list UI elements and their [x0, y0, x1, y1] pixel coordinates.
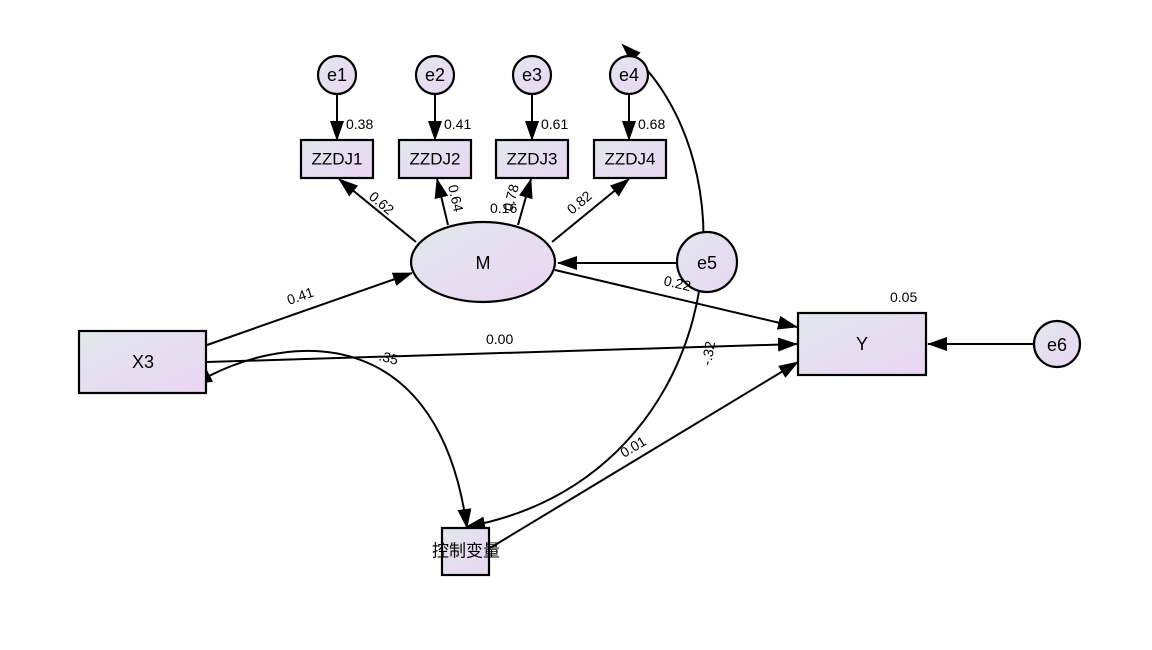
r2-zzdj4: 0.68 — [638, 116, 665, 132]
path-coef-control-y: 0.01 — [617, 433, 649, 461]
path-m-zzdj1 — [338, 178, 417, 243]
covariance-coef-x3-control: .35 — [377, 347, 400, 368]
latent-node-m[interactable]: M — [409, 220, 557, 304]
loading-m-zzdj2: 0.64 — [445, 183, 467, 213]
indicator-node-zzdj2[interactable]: ZZDJ2 — [397, 138, 473, 180]
node-label: ZZDJ2 — [410, 150, 461, 169]
error-node-e4[interactable]: e4 — [608, 54, 650, 96]
r2-y: 0.05 — [890, 289, 917, 305]
path-control-y — [489, 361, 799, 549]
error-node-e2[interactable]: e2 — [414, 54, 456, 96]
covariance-coef-e4-control: -.32 — [698, 340, 718, 367]
node-label: 控制变量 — [432, 542, 500, 561]
node-label: e4 — [619, 65, 639, 85]
node-label: e1 — [327, 65, 347, 85]
r2-zzdj2: 0.41 — [444, 116, 471, 132]
observed-node-x3[interactable]: X3 — [77, 329, 208, 395]
loading-m-zzdj4: 0.82 — [564, 187, 595, 217]
path-m-zzdj3 — [517, 178, 533, 226]
node-label: e3 — [522, 65, 542, 85]
observed-node-control[interactable]: 控制变量 — [432, 526, 500, 577]
loading-m-zzdj3: 0.78 — [499, 182, 522, 213]
error-node-e3[interactable]: e3 — [511, 54, 553, 96]
node-label: e2 — [425, 65, 445, 85]
path-m-zzdj2 — [434, 178, 449, 226]
error-node-e1[interactable]: e1 — [316, 54, 358, 96]
node-label: Y — [856, 334, 868, 354]
node-label: ZZDJ1 — [312, 150, 363, 169]
node-label: X3 — [132, 352, 154, 372]
node-label: M — [476, 253, 491, 273]
path-coef-m-y: 0.22 — [662, 272, 692, 294]
node-label: e5 — [697, 253, 717, 273]
r2-zzdj3: 0.61 — [541, 116, 568, 132]
indicator-node-zzdj4[interactable]: ZZDJ4 — [592, 138, 668, 180]
indicator-node-zzdj3[interactable]: ZZDJ3 — [494, 138, 570, 180]
error-node-e5[interactable]: e5 — [675, 230, 739, 294]
node-label: e6 — [1047, 335, 1067, 355]
path-m-zzdj4 — [551, 178, 630, 243]
path-coef-x3-m: 0.41 — [285, 284, 316, 308]
r2-zzdj1: 0.38 — [346, 116, 373, 132]
path-coef-x3-y: 0.00 — [486, 331, 513, 347]
covariance-e4-control — [465, 43, 705, 531]
observed-node-y[interactable]: Y — [796, 311, 928, 377]
error-node-e6[interactable]: e6 — [1032, 319, 1082, 369]
covariance-x3-control — [192, 349, 472, 529]
node-label: ZZDJ4 — [605, 150, 656, 169]
node-label: ZZDJ3 — [507, 150, 558, 169]
path-x3-m — [206, 272, 413, 346]
r2-m: 0.16 — [490, 200, 517, 216]
indicator-node-zzdj1[interactable]: ZZDJ1 — [299, 138, 375, 180]
